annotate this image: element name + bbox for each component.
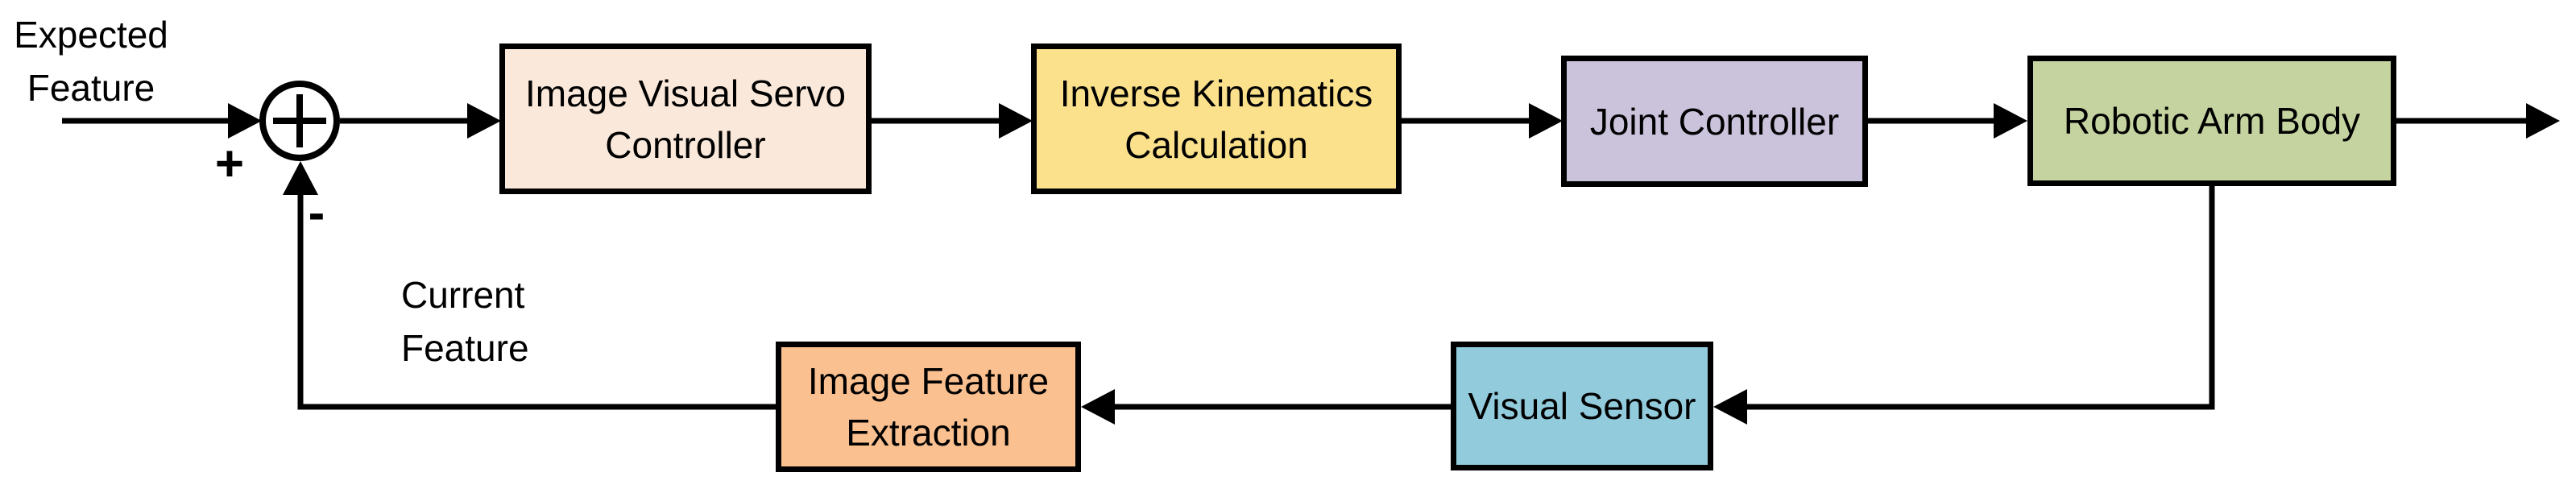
arrow-junction-to-controller <box>340 103 501 139</box>
arrow-extraction-to-junction <box>283 161 776 410</box>
block-label: Image Feature Extraction <box>807 360 1050 454</box>
block-label: Image Visual Servo Controller <box>524 72 847 166</box>
arrow-joint-to-arm <box>1868 103 2027 139</box>
minus-sign-label: - <box>308 185 325 241</box>
block-joint-controller: Joint Controller <box>1561 56 1868 187</box>
arrow-arm-to-sensor <box>1713 186 2215 425</box>
arrow-kinematics-to-joint <box>1402 103 1563 139</box>
current-feature-label: Current Feature <box>401 274 529 369</box>
arrow-expected-input <box>62 103 262 139</box>
summing-junction <box>259 81 340 161</box>
arrow-controller-to-kinematics <box>872 103 1033 139</box>
arrow-sensor-to-extraction <box>1081 389 1451 425</box>
block-label: Joint Controller <box>1589 100 1840 143</box>
plus-sign-label: + <box>214 136 245 192</box>
expected-feature-label: Expected Feature <box>14 14 168 109</box>
block-visual-sensor: Visual Sensor <box>1451 342 1713 470</box>
block-label: Visual Sensor <box>1468 385 1696 427</box>
block-image-visual-servo-controller: Image Visual Servo Controller <box>499 44 872 194</box>
block-label: Robotic Arm Body <box>2063 100 2361 142</box>
block-label: Inverse Kinematics Calculation <box>1059 72 1373 166</box>
block-inverse-kinematics-calculation: Inverse Kinematics Calculation <box>1031 44 1402 194</box>
block-robotic-arm-body: Robotic Arm Body <box>2027 56 2396 186</box>
block-image-feature-extraction: Image Feature Extraction <box>776 342 1081 472</box>
arrow-system-output <box>2396 103 2560 139</box>
